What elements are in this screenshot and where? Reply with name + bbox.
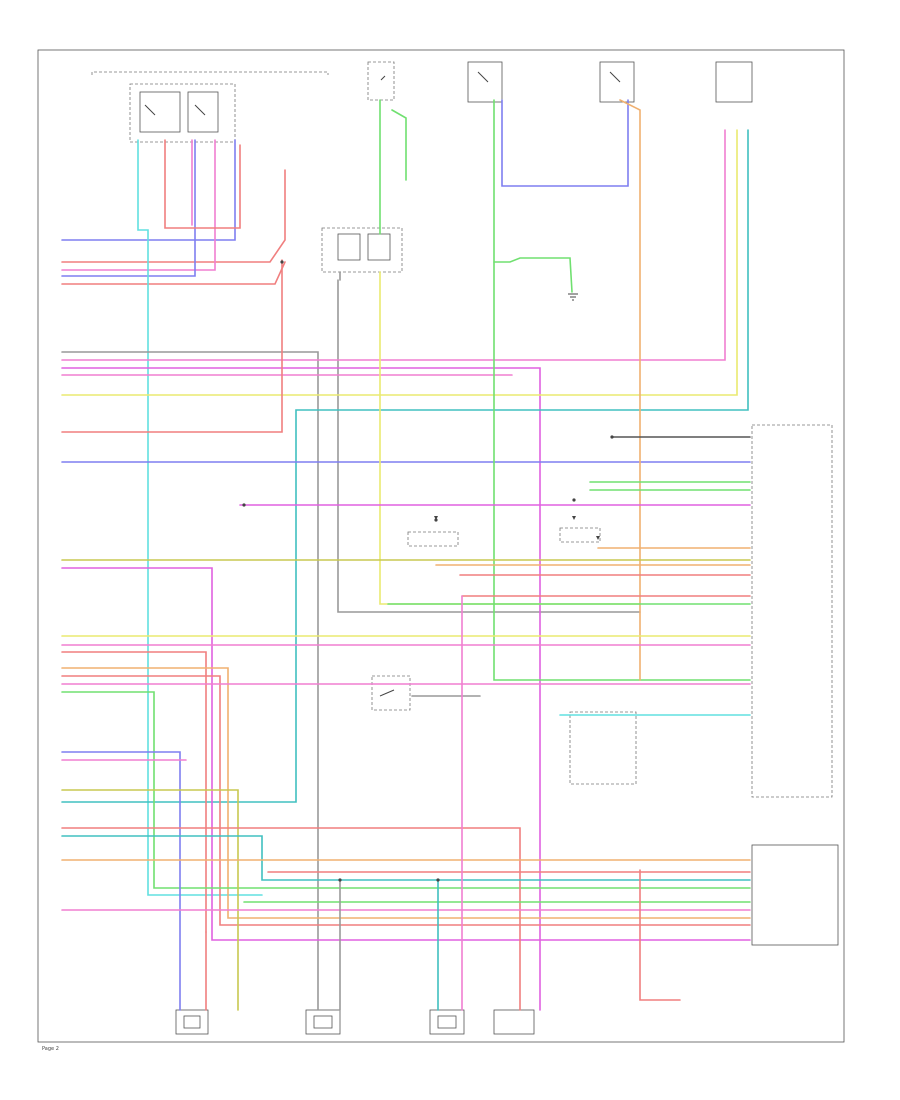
wire-red-6 <box>61 675 751 926</box>
wire-red-3 <box>61 259 283 433</box>
wire-blue-brake <box>501 99 629 187</box>
arrow-markers <box>434 516 600 540</box>
splice-dots <box>242 260 614 882</box>
wire-green-branch <box>493 257 573 293</box>
wire-yellow-fuse <box>379 271 641 605</box>
diagram-frame <box>37 49 845 1043</box>
pcm-lower-connector <box>751 844 839 946</box>
trans-range-sensor <box>407 531 459 547</box>
data-link-connector <box>715 61 753 103</box>
wire-blue-1 <box>61 139 236 241</box>
wire-teal-1 <box>61 129 749 803</box>
wire-red-1 <box>61 169 286 263</box>
wire-magenta-1 <box>61 367 541 1011</box>
wire-olive-2 <box>61 789 239 1011</box>
wire-teal-2 <box>61 835 751 881</box>
output-shaft-speed-sensor <box>429 1009 465 1035</box>
wire-pink-1 <box>61 139 216 271</box>
ground-symbol <box>568 293 578 301</box>
wire-pink-2 <box>61 129 726 361</box>
brake-lamp-switch <box>371 675 411 711</box>
wire-red-tr <box>164 139 241 229</box>
pcm-connector-column <box>751 424 833 798</box>
shift-lock-connector <box>569 711 637 785</box>
wire-yellow-1 <box>61 129 738 396</box>
fuse-block <box>367 61 395 101</box>
wire-cyan-main <box>137 139 263 896</box>
wire-gray-1 <box>61 351 319 1011</box>
wire-magenta-2 <box>61 567 751 941</box>
wire-red-7 <box>61 827 521 1011</box>
wire-blue-2 <box>61 139 196 277</box>
brake-switch-2 <box>599 61 635 103</box>
page-number: Page 2 <box>42 1046 59 1052</box>
instrument-cluster <box>321 227 403 273</box>
wire-orange-3 <box>61 667 751 919</box>
wire-red-bottom-2 <box>639 869 681 1001</box>
od-cancel-switch <box>559 527 601 543</box>
wire-red-2 <box>61 261 286 285</box>
brake-switch-1 <box>467 61 503 103</box>
wire-green-brake <box>493 99 751 681</box>
wire-green-fuse-2 <box>391 109 407 181</box>
wire-tan-1 <box>619 99 641 681</box>
wire-red-5 <box>61 651 207 933</box>
trans-fluid-temp-sensor <box>493 1009 535 1035</box>
throttle-position-sensor <box>305 1009 341 1035</box>
wire-gray-2 <box>337 279 641 613</box>
trans-range-switch <box>91 71 329 143</box>
vehicle-speed-sensor <box>175 1009 209 1035</box>
wire-blue-4 <box>61 751 181 1011</box>
